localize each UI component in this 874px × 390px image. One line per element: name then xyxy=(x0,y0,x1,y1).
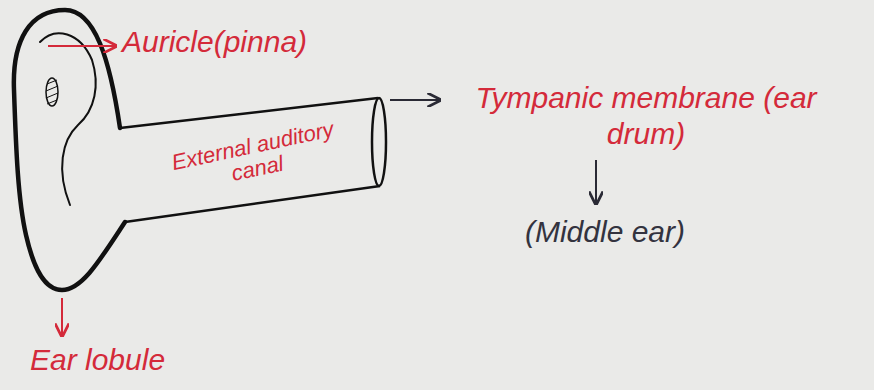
leader-arrow xyxy=(61,298,63,336)
part-label: Tympanic membrane (ear drum) xyxy=(446,80,846,152)
helix-curve xyxy=(40,33,96,205)
canal-wall xyxy=(120,98,378,128)
part-label: Auricle(pinna) xyxy=(122,24,422,60)
canal-wall xyxy=(125,186,380,222)
part-label: External auditory canal xyxy=(152,114,357,201)
note-label: (Middle ear) xyxy=(460,214,750,250)
leader-arrow xyxy=(48,45,116,47)
leader-arrow xyxy=(595,160,597,204)
part-label: Ear lobule xyxy=(30,342,290,378)
ear-outline xyxy=(14,10,125,290)
hatched-spot xyxy=(46,78,58,106)
leader-arrow xyxy=(390,99,440,101)
tympanic-membrane xyxy=(372,98,386,186)
hatching xyxy=(46,80,58,104)
